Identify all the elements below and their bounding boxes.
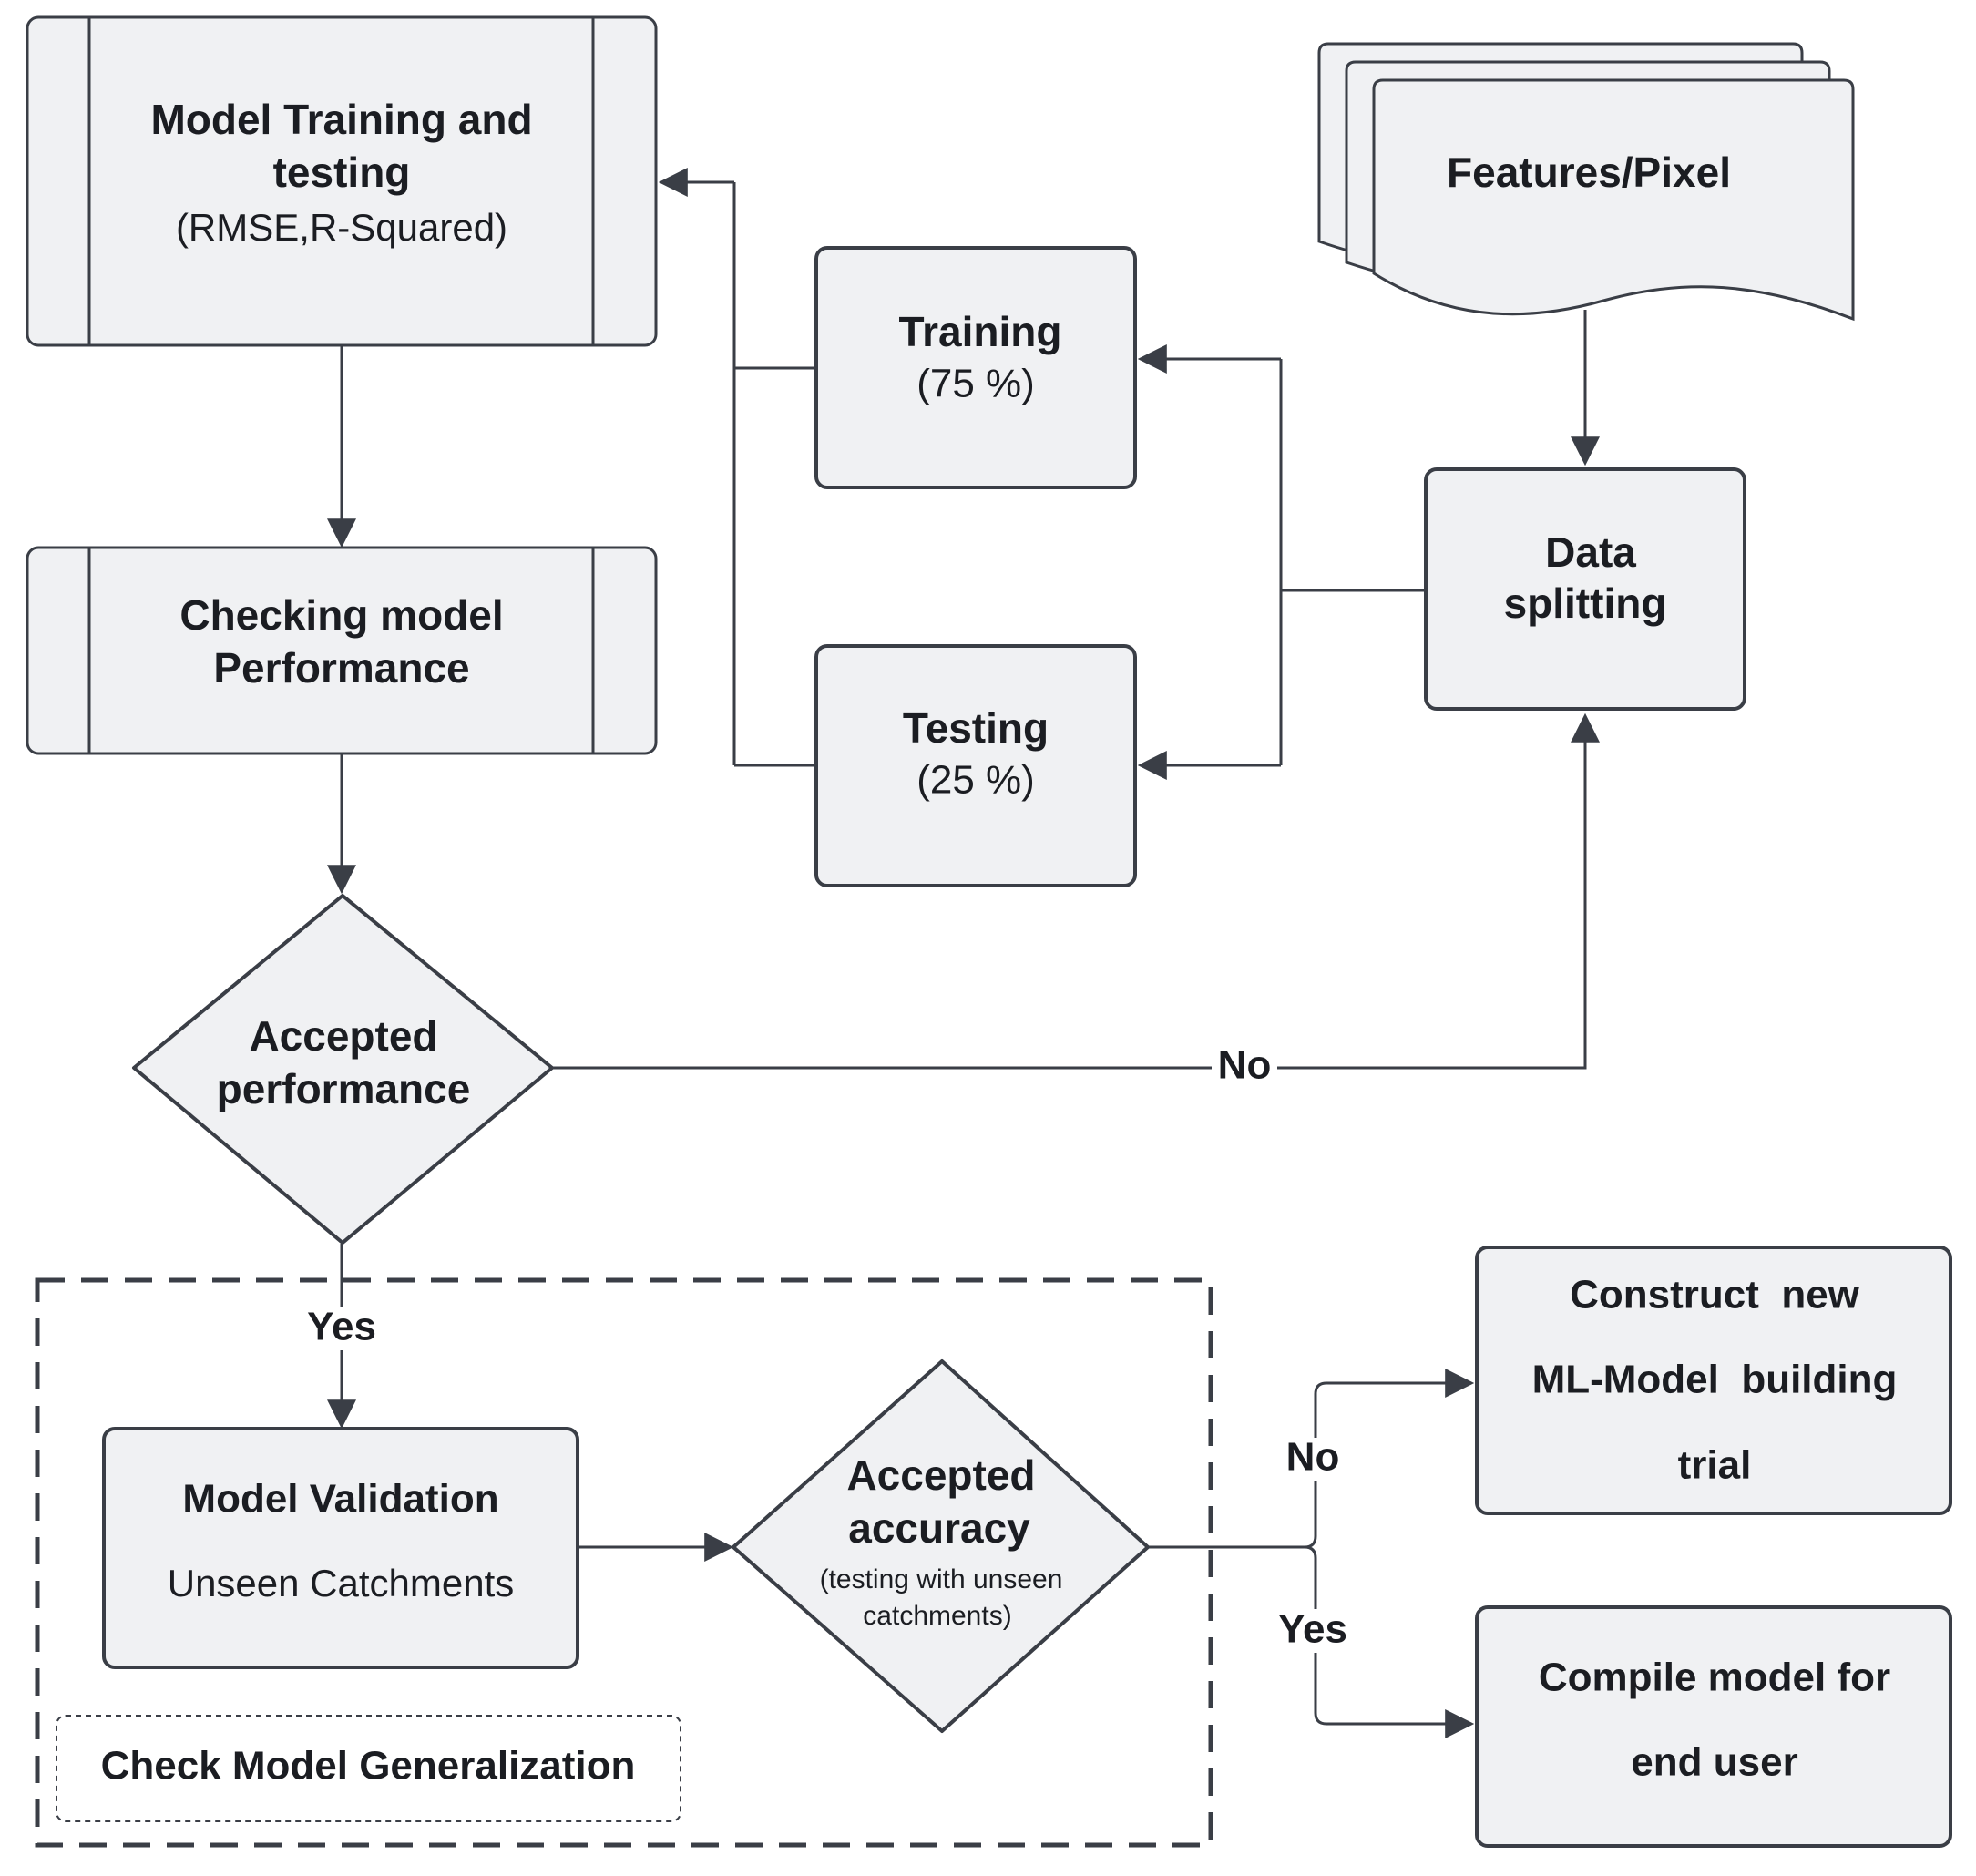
accepted-accuracy-line2: accuracy	[848, 1504, 1030, 1552]
accepted-performance-line2: performance	[217, 1065, 471, 1112]
perf-no-label-bg	[1212, 1046, 1277, 1090]
generalization-group-label-box: Check Model Generalization	[56, 1715, 681, 1822]
construct-new-line1: Construct new	[1570, 1273, 1860, 1317]
node-construct-new-model: Construct new ML-Model building trial	[1475, 1246, 1952, 1515]
node-features-pixel: Features/Pixel	[1317, 42, 1855, 322]
edge-perf-no	[552, 712, 1600, 1070]
node-training: Training (75 %)	[814, 246, 1137, 489]
edge-accuracy-brace-up	[1304, 1369, 1475, 1549]
compile-model-line2: end user	[1631, 1740, 1797, 1785]
perf-yes-label-bg	[301, 1307, 383, 1350]
training-label: Training	[899, 308, 1062, 355]
features-pixel-label: Features/Pixel	[1447, 149, 1731, 196]
model-validation-subtitle: Unseen Catchments	[168, 1562, 515, 1604]
construct-new-line3: trial	[1678, 1443, 1752, 1488]
node-accepted-accuracy: Accepted accuracy (testing with unseen c…	[732, 1359, 1150, 1733]
node-testing: Testing (25 %)	[814, 644, 1137, 887]
testing-percentage: (25 %)	[916, 758, 1035, 803]
node-model-validation: Model Validation Unseen Catchments	[102, 1427, 579, 1669]
testing-label: Testing	[903, 704, 1049, 752]
features-document-front	[1372, 78, 1855, 322]
training-percentage: (75 %)	[916, 362, 1035, 406]
checking-performance-line2: Performance	[213, 644, 469, 692]
perf-yes-label: Yes	[307, 1305, 376, 1349]
acc-yes-label: Yes	[1278, 1607, 1347, 1652]
accepted-accuracy-line1: Accepted	[846, 1451, 1035, 1499]
node-data-splitting: Data splitting	[1424, 467, 1746, 711]
node-accepted-performance: Accepted performance	[132, 894, 554, 1245]
accepted-performance-line1: Accepted	[249, 1012, 437, 1060]
node-checking-performance: Checking model Performance	[26, 546, 658, 755]
accepted-accuracy-note-line1: (testing with unseen	[820, 1564, 1063, 1594]
model-training-title-line1: Model Training and	[150, 96, 532, 143]
generalization-group-label: Check Model Generalization	[101, 1744, 636, 1789]
data-splitting-line2: splitting	[1504, 579, 1667, 627]
node-model-training: Model Training and testing (RMSE,R-Squar…	[26, 15, 658, 347]
edge-accuracy-brace-down	[1304, 1545, 1475, 1738]
construct-new-line2: ML-Model building	[1532, 1358, 1898, 1402]
acc-no-label: No	[1286, 1435, 1340, 1480]
accepted-accuracy-note-line2: catchments)	[863, 1601, 1011, 1631]
acc-yes-label-bg	[1270, 1609, 1357, 1653]
compile-model-line1: Compile model for	[1539, 1656, 1890, 1700]
generalization-group-border	[35, 1277, 1213, 1848]
checking-performance-line1: Checking model	[179, 591, 503, 639]
perf-no-label: No	[1218, 1043, 1272, 1088]
data-splitting-line1: Data	[1545, 528, 1636, 576]
model-validation-title: Model Validation	[182, 1477, 498, 1522]
node-compile-model: Compile model for end user	[1475, 1605, 1952, 1848]
model-training-metrics: (RMSE,R-Squared)	[176, 206, 507, 249]
acc-no-label-bg	[1279, 1438, 1352, 1481]
model-training-title-line2: testing	[273, 149, 411, 196]
